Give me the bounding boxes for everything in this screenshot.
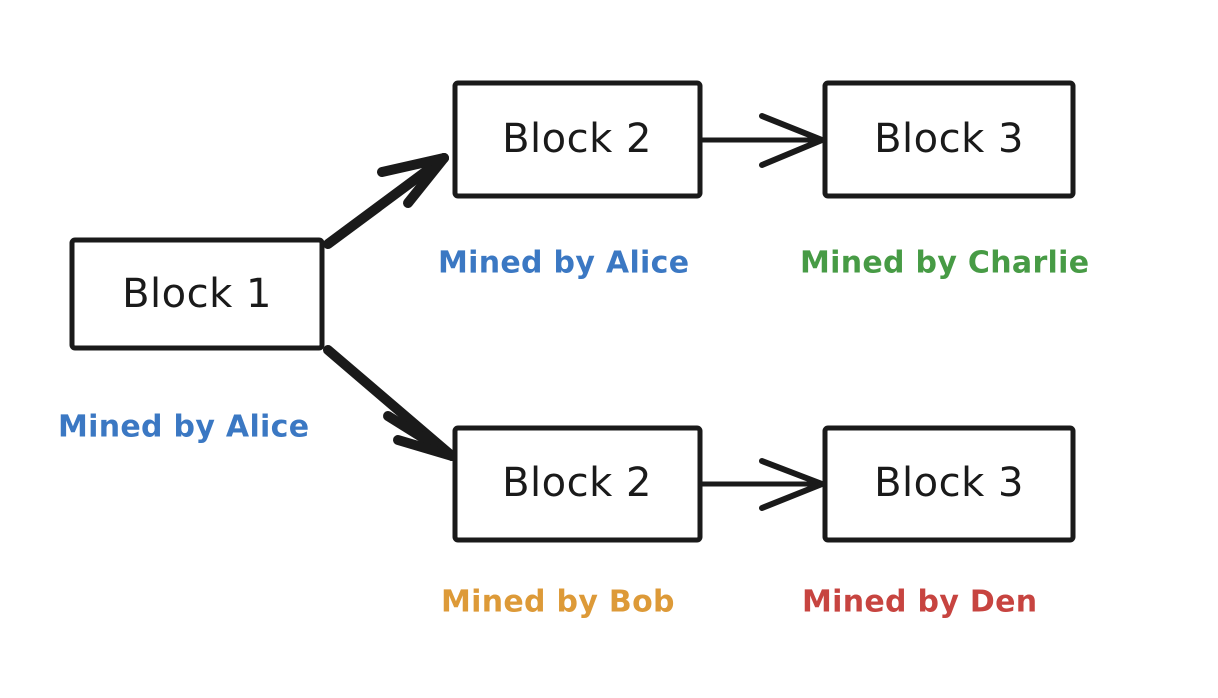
block-node-block2-top[interactable]: Block 2: [452, 80, 703, 199]
block3-bottom-box[interactable]: [822, 425, 1076, 543]
arrow-block1-to-block2-top: [323, 153, 449, 249]
block3-top-label: Block 3: [874, 116, 1024, 162]
block3-bottom-label: Block 3: [874, 460, 1024, 506]
block-node-block1[interactable]: Block 1: [69, 237, 325, 351]
arrow-block2-top-to-block3-top: [697, 113, 825, 168]
block1-box[interactable]: [69, 237, 325, 351]
block-node-block2-bottom[interactable]: Block 2: [452, 425, 703, 543]
block1-label: Block 1: [122, 271, 272, 317]
block2-bottom-label: Block 2: [502, 460, 652, 506]
block2-top-box[interactable]: [452, 80, 703, 199]
arrow-block2-bottom-to-block3-bottom: [697, 458, 825, 511]
miner-label-block1: Mined by Alice: [58, 410, 309, 445]
block-node-block3-bottom[interactable]: Block 3: [822, 425, 1076, 543]
block2-top-label: Block 2: [502, 116, 652, 162]
miner-label-block2-top: Mined by Alice: [438, 246, 689, 281]
block-node-block3-top[interactable]: Block 3: [822, 80, 1076, 199]
block3-top-box[interactable]: [822, 80, 1076, 199]
miner-label-block3-bottom: Mined by Den: [802, 585, 1037, 620]
miner-label-block3-top: Mined by Charlie: [800, 246, 1089, 281]
block2-bottom-box[interactable]: [452, 425, 703, 543]
arrow-block1-to-block2-bottom: [323, 345, 457, 461]
miner-label-block2-bottom: Mined by Bob: [441, 585, 675, 620]
